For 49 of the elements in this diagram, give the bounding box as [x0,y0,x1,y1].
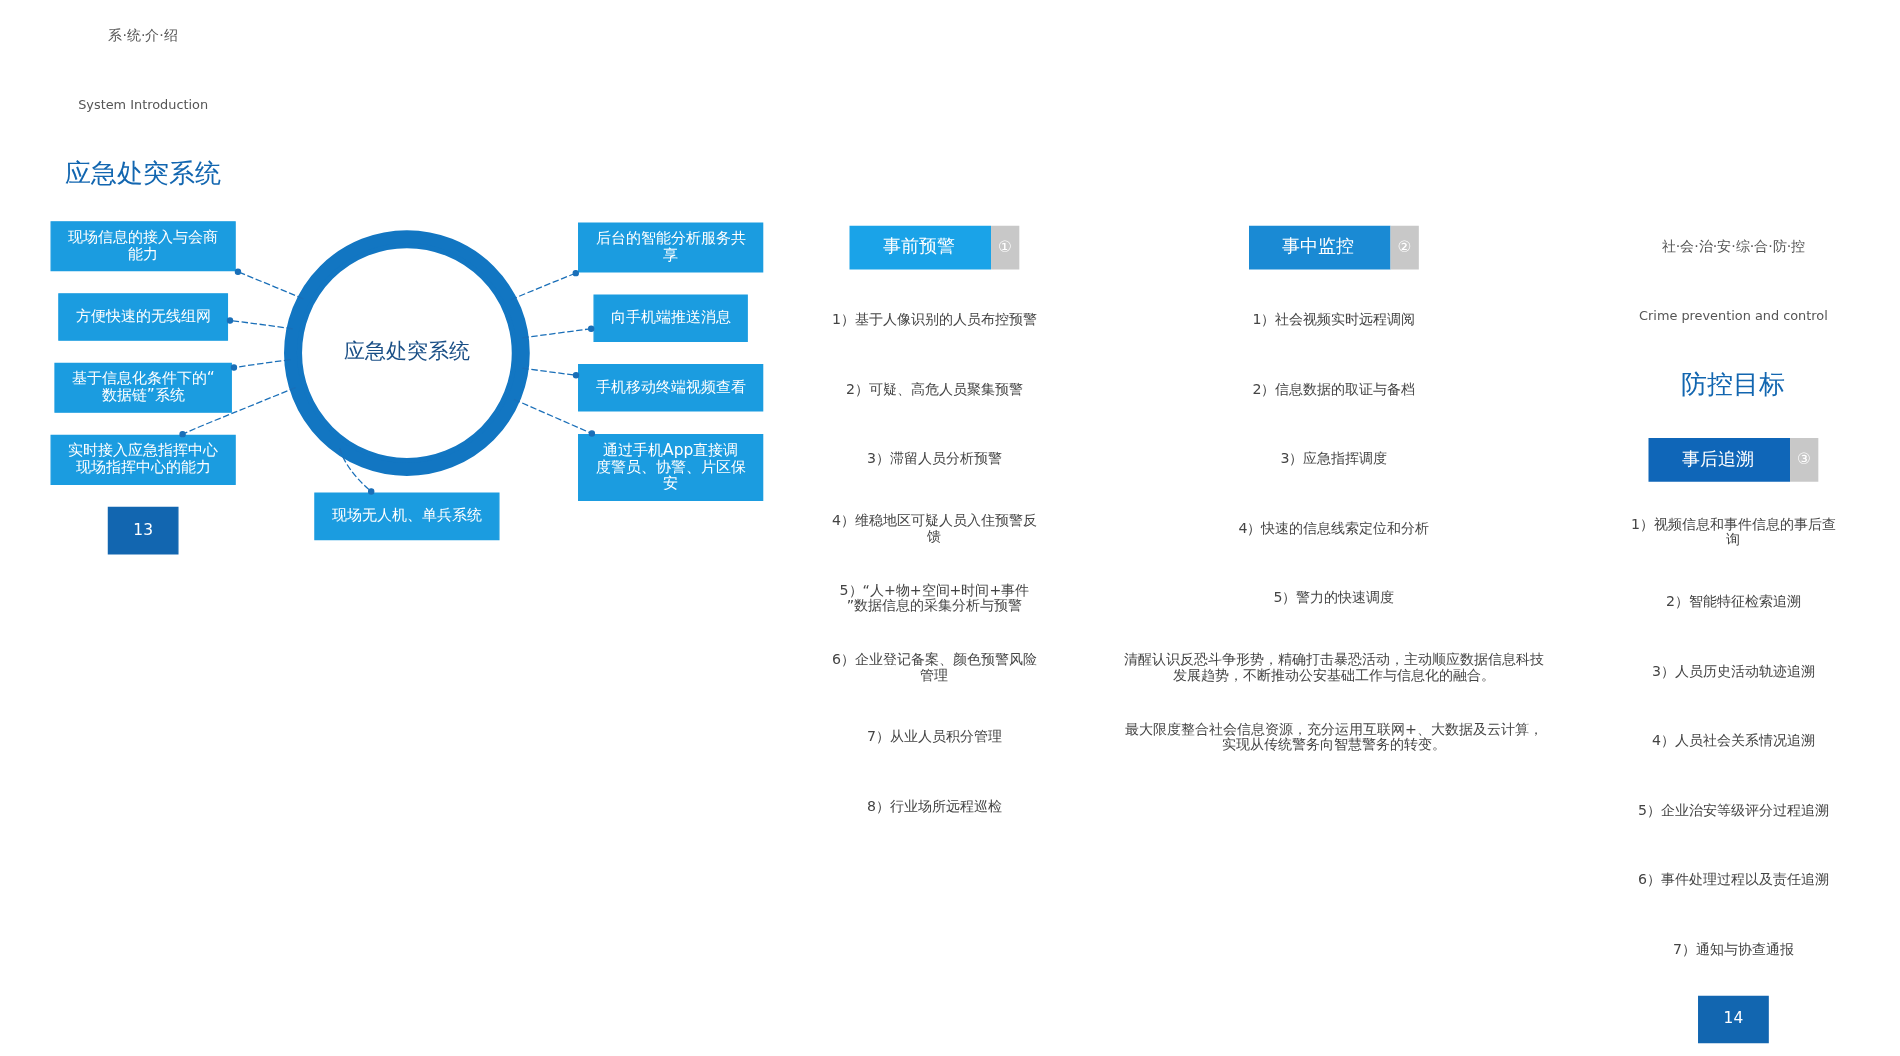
connector [338,447,374,495]
node-box: 方便快速的无线组网 [57,293,228,341]
label: 8）行业场所远程巡检 [866,797,1002,814]
label: 应急处突系统 [64,157,221,188]
label: Crime prevention and control [1638,308,1828,324]
label: 13 [132,520,153,539]
label: 1）视频信息和事件信息的事后查询 [1630,516,1836,548]
label: 7）通知与协查通报 [1672,940,1794,957]
node-box: 实时接入应急指挥中心现场指挥中心的能力 [50,434,236,485]
connector [521,367,579,379]
node-box: 向手机端推送消息 [592,294,748,343]
connector [234,268,304,300]
label: 3）人员历史活动轨迹追溯 [1651,662,1815,679]
label: 3）应急指挥调度 [1279,450,1387,467]
connector [178,386,296,438]
label: 6）事件处理过程以及责任追溯 [1637,871,1829,888]
label: 14 [1723,1009,1743,1028]
label: 7）从业人员积分管理 [866,728,1002,745]
node-box: 通过手机App直接调度警员、协警、片区保安 [577,434,763,501]
node-box: 现场信息的接入与会商能力 [50,221,236,272]
connector [509,269,579,301]
connector [230,359,291,371]
label: 清醒认识反恐斗争形势，精确打击暴恐活动，主动顺应数据信息科技发展趋势，不断推动公安基础工作与信息化的融合。 [1123,651,1544,683]
connector [521,325,594,339]
label: 4）维稳地区可疑人员入住预警反馈 [831,512,1037,544]
label: 4）人员社会关系情况追溯 [1651,732,1815,749]
label: 1）基于人像识别的人员布控预警 [831,311,1037,328]
label: 1）社会视频实时远程调阅 [1251,311,1415,328]
node-box: 现场无人机、单兵系统 [313,492,500,541]
node-box: 基于信息化条件下的“数据链”系统 [53,362,232,413]
node-circle: 应急处突系统 [283,230,530,476]
connector [226,317,293,330]
label: 5）警力的快速调度 [1272,589,1394,606]
label: 6）企业登记备案、颜色预警风险管理 [831,651,1037,683]
label: System Introduction [77,97,208,113]
label: 2）可疑、高危人员聚集预警 [845,380,1023,397]
label: 4）快速的信息线索定位和分析 [1237,519,1429,536]
label: 防控目标 [1680,368,1785,399]
label: 2）智能特征检索追溯 [1665,593,1801,610]
node-box: 后台的智能分析服务共享 [577,222,763,273]
label: 最大限度整合社会信息资源，充分运用互联网+、大数据及云计算，实现从传统警务向智慧警务的转变。 [1124,720,1543,753]
connector [512,398,595,437]
label: 5）企业治安等级评分过程追溯 [1637,801,1829,818]
label: 社·会·治·安·综·合·防·控 [1661,238,1805,255]
label: 2）信息数据的取证与备档 [1251,380,1415,397]
label: 5）“人+物+空间+时间+事件”数据信息的采集分析与预警 [839,581,1029,614]
label: 3）滞留人员分析预警 [866,450,1002,467]
node-box: 手机移动终端视频查看 [577,363,763,412]
label: 系·统·介·绍 [107,27,178,44]
